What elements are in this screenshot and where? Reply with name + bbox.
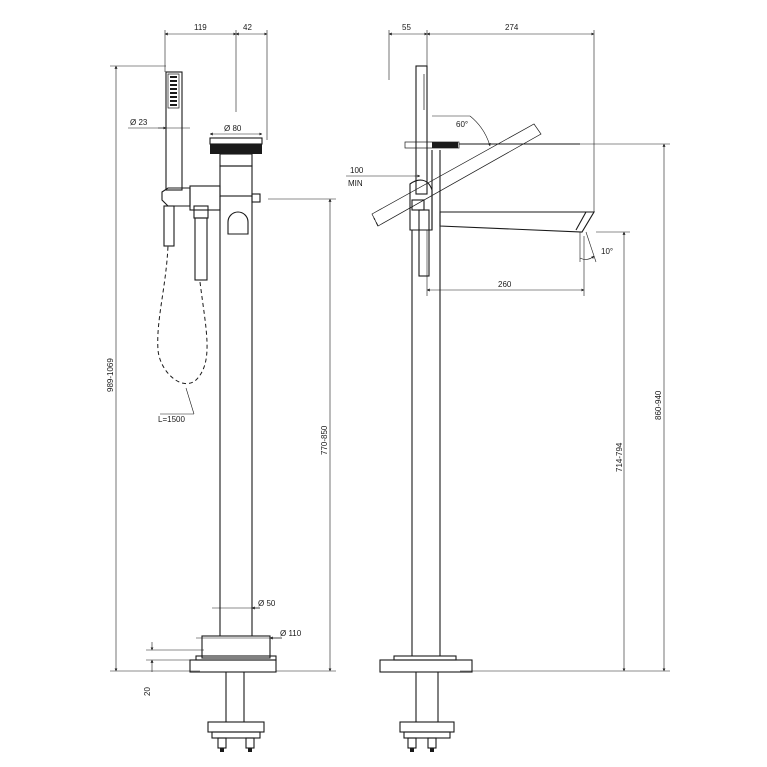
label-989-1069: 989-1069 <box>106 358 115 392</box>
dim-height-860: 860-940 <box>580 143 670 672</box>
label-dia-110: Ø 110 <box>280 629 302 638</box>
spout <box>439 211 595 233</box>
lever-handle <box>371 123 580 227</box>
shower-hose <box>157 245 208 385</box>
dim-width-42: 42 <box>235 23 268 36</box>
dim-width-274: 274 <box>426 23 595 36</box>
dim-height-714: 714-794 <box>460 231 630 672</box>
hand-shower <box>165 71 183 191</box>
label-10-deg: 10° <box>601 247 613 256</box>
dim-width-55: 55 <box>388 23 595 212</box>
dim-base-20: 20 <box>143 642 204 696</box>
label-714-794: 714-794 <box>615 442 624 472</box>
shower-holder <box>161 185 221 281</box>
dim-angle-60: 60° <box>432 115 491 147</box>
dim-reach-260: 260 <box>426 230 585 296</box>
label-dia-23: Ø 23 <box>130 118 148 127</box>
column-body-side <box>409 150 441 656</box>
dim-dia-110: Ø 110 <box>196 629 302 640</box>
floor-base <box>189 635 277 752</box>
label-260: 260 <box>498 280 512 289</box>
dim-angle-10: 10° <box>579 231 613 263</box>
label-60-deg: 60° <box>456 120 468 129</box>
label-dia-50: Ø 50 <box>258 599 276 608</box>
dim-min-100: 100 MIN <box>346 166 421 188</box>
label-min: MIN <box>348 179 363 188</box>
column-body <box>219 165 261 636</box>
dim-height-total: 989-1069 <box>106 65 200 672</box>
label-100: 100 <box>350 166 364 175</box>
label-42: 42 <box>243 23 252 32</box>
label-20: 20 <box>143 687 152 696</box>
label-hose-length: L=1500 <box>158 415 185 424</box>
dim-height-spout: 770-850 <box>268 198 336 672</box>
dim-dia-50: Ø 50 <box>212 599 276 610</box>
dim-hose-length: L=1500 <box>158 387 195 424</box>
label-274: 274 <box>505 23 519 32</box>
mixer-cap <box>209 137 263 167</box>
front-view: 119 42 Ø 23 <box>106 23 336 752</box>
label-770-850: 770-850 <box>320 425 329 455</box>
label-860-940: 860-940 <box>654 390 663 420</box>
dim-dia-23: Ø 23 <box>128 118 190 130</box>
side-view: 55 274 60° 100 <box>346 23 670 752</box>
label-55: 55 <box>402 23 411 32</box>
floor-base-side <box>379 655 473 752</box>
dim-dia-80: Ø 80 <box>209 124 263 136</box>
label-119: 119 <box>194 23 207 32</box>
label-dia-80: Ø 80 <box>224 124 242 133</box>
dim-width-119: 119 <box>164 23 268 140</box>
